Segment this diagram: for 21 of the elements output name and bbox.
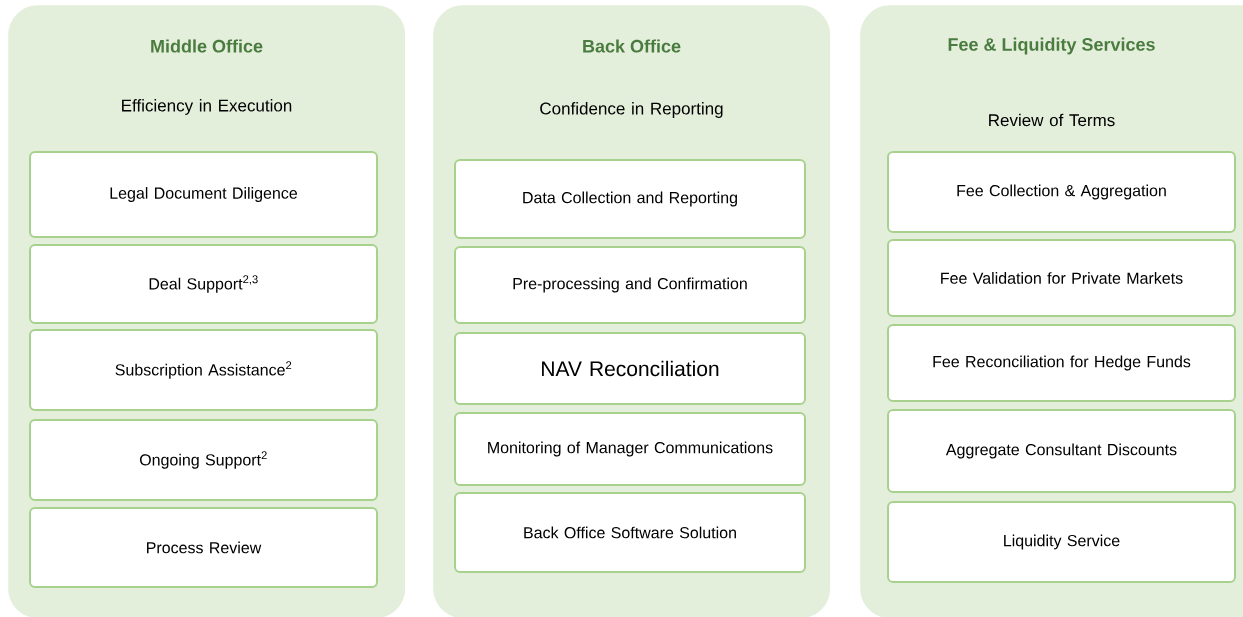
panel-title: Fee & Liquidity Services bbox=[948, 37, 1155, 55]
service-box: Aggregate Consultant Discounts bbox=[887, 409, 1236, 493]
panel-title: Middle Office bbox=[151, 39, 263, 53]
service-box: Fee Reconciliation for Hedge Funds bbox=[887, 324, 1236, 402]
service-box: Fee Collection & Aggregation bbox=[887, 151, 1236, 233]
service-box: Fee Validation for Private Markets bbox=[887, 239, 1236, 317]
service-box: Subscription Assistance$^{2}$ bbox=[29, 329, 378, 411]
service-box: NAV Reconciliation bbox=[454, 332, 806, 405]
service-box: Monitoring of Manager Communications bbox=[454, 412, 806, 486]
service-box: Ongoing Support$^{2}$ bbox=[29, 419, 378, 501]
service-box: Pre-processing and Confirmation bbox=[454, 246, 806, 324]
service-box: Back Office Software Solution bbox=[454, 492, 806, 573]
panel-title: Back Office bbox=[583, 39, 681, 53]
service-box: Liquidity Service bbox=[887, 501, 1236, 583]
service-box: Data Collection and Reporting bbox=[454, 159, 806, 239]
panel-subtitle: Review of Terms bbox=[989, 113, 1115, 127]
service-box: Process Review bbox=[29, 507, 378, 588]
service-box: Legal Document Diligence bbox=[29, 151, 378, 238]
service-box: Deal Support$^{2,3}$ bbox=[29, 244, 378, 324]
panel-subtitle: Efficiency in Execution bbox=[122, 99, 292, 115]
panel-subtitle: Confidence in Reporting bbox=[540, 102, 723, 118]
